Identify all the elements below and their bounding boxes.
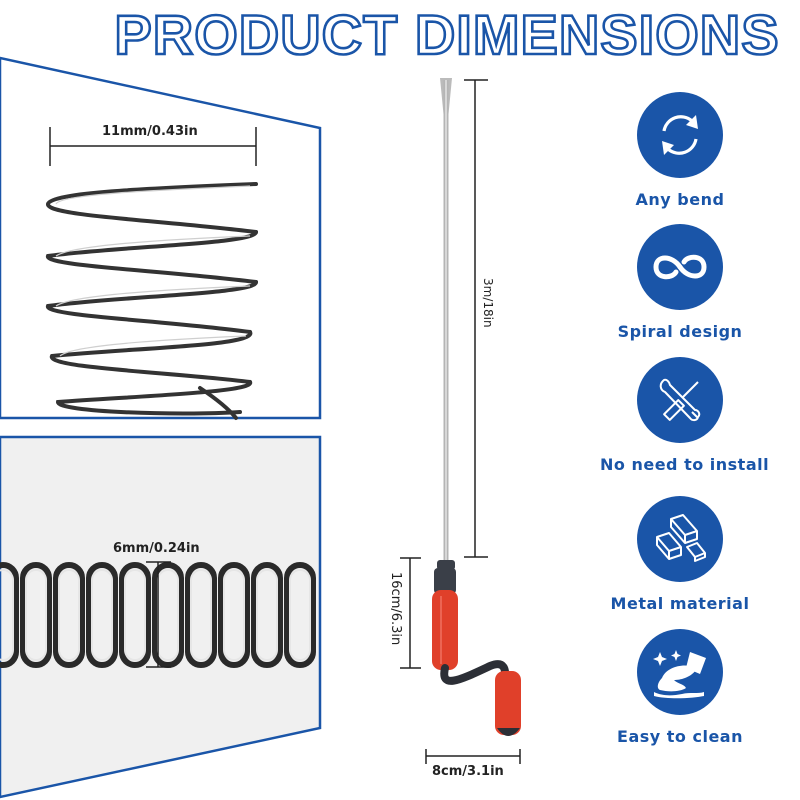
coil-dimension-marker	[49, 127, 257, 166]
wire-coil-loop	[0, 562, 19, 668]
feature-any-bend: Any bend	[600, 92, 760, 209]
feature-label: Any bend	[635, 190, 725, 209]
cable-length-label: 3m/18in	[481, 278, 495, 328]
rotate-arrows-icon	[637, 92, 723, 178]
crank-handle-image	[432, 560, 521, 736]
feature-label: Easy to clean	[617, 727, 743, 746]
wire-coil-loop	[119, 562, 151, 668]
handle-height-label: 16cm/6.3in	[388, 572, 403, 646]
hand-wipe-clean-icon	[637, 629, 723, 715]
coil-spring-image	[45, 182, 259, 420]
page-title-text: PRODUCT DIMENSIONS	[114, 3, 779, 64]
wire-diameter-label: 6mm/0.24in	[113, 541, 200, 556]
wire-coil-loop	[86, 562, 118, 668]
feature-easy-clean: Easy to clean	[600, 629, 760, 746]
handle-height-marker	[400, 557, 421, 669]
page-title: PRODUCT DIMENSIONS	[113, 2, 780, 64]
handle-width-label: 8cm/3.1in	[432, 764, 504, 779]
feature-metal-material: Metal material	[600, 496, 760, 613]
feature-label: Spiral design	[617, 322, 743, 341]
wrench-screwdriver-icon	[637, 357, 723, 443]
infinity-icon	[637, 224, 723, 310]
wire-coil-loop	[284, 562, 316, 668]
metal-ingots-icon	[637, 496, 723, 582]
feature-label: No need to install	[600, 455, 770, 474]
feature-no-install: No need to install	[600, 357, 770, 474]
wire-coil-loop	[53, 562, 85, 668]
feature-label: Metal material	[610, 594, 750, 613]
coil-diameter-label: 11mm/0.43in	[102, 124, 198, 139]
wire-coil-loop	[185, 562, 217, 668]
wire-coil-loop	[218, 562, 250, 668]
wire-coil-loop	[20, 562, 52, 668]
cable-length-marker	[464, 79, 488, 558]
drain-cable-image	[440, 78, 452, 565]
wire-coil-loop	[251, 562, 283, 668]
feature-spiral-design: Spiral design	[600, 224, 760, 341]
wire-coil-loop	[152, 562, 184, 668]
wire-dimension-marker	[146, 561, 171, 668]
wire-panel	[0, 435, 322, 799]
coil-panel	[0, 56, 322, 420]
handle-width-marker	[425, 749, 521, 764]
